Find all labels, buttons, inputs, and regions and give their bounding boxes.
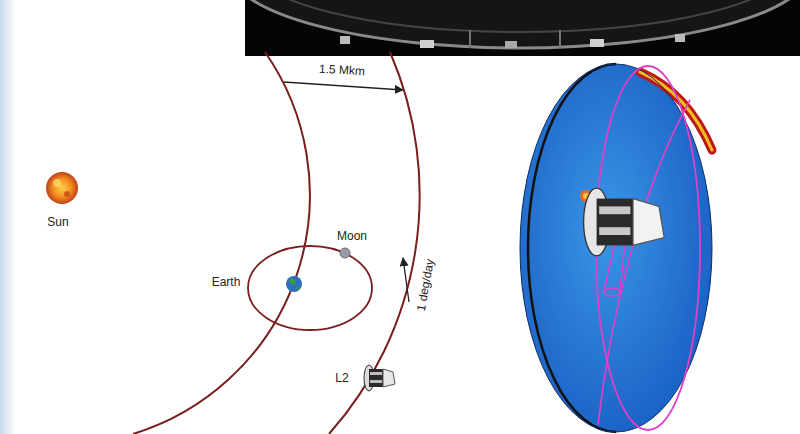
satellite-icon [364,365,395,391]
sky-sphere [520,64,712,432]
earth-orbit [133,52,310,434]
edge-tint [0,0,16,434]
body-label: Sun [46,215,69,229]
body-label: Earth [211,275,242,289]
earth-picture [286,276,302,292]
distance-arrow [284,82,403,90]
distance-label: 1.5 Mkm [318,62,367,78]
body-label: Moon [336,229,368,243]
motion-arrow [403,258,409,302]
l2-orbit [329,52,420,434]
point-label: L2 [334,371,349,385]
sun-picture [46,172,78,204]
top-photo [230,0,800,56]
satellite-icon [584,188,665,256]
rate-label: 1 deg/day [413,257,436,313]
moon-orbit [248,246,372,330]
moon-picture [340,248,350,258]
